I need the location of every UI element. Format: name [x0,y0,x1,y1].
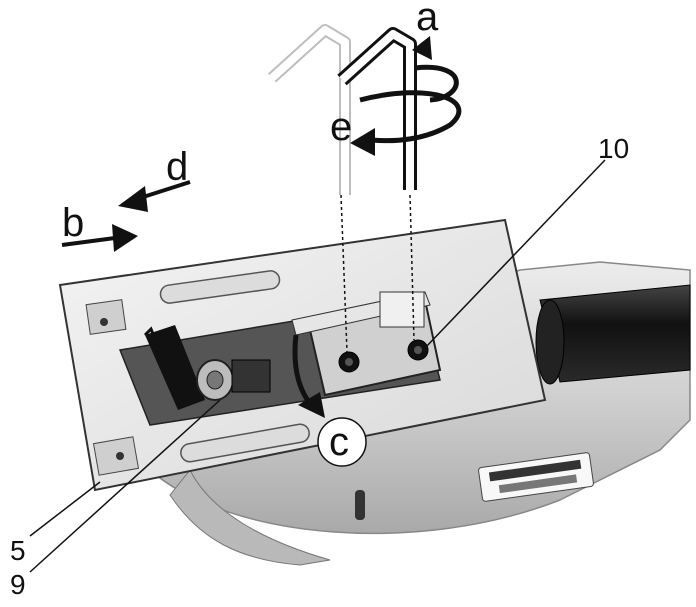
guide-roller [196,359,271,401]
leader-line-10 [424,159,606,349]
label-c: c [329,420,349,464]
plate-screw [85,299,127,335]
allen-key-icon [337,27,417,190]
blade-guide-block [291,291,442,397]
label-b: b [62,201,84,245]
hex-screw-left [338,351,360,373]
label-d: d [166,145,188,189]
warning-label [478,452,594,502]
hex-screw-right [407,339,429,361]
leader-line-9 [29,399,221,573]
arrow-c [292,334,367,467]
label-10: 10 [598,133,629,164]
leader-line-5 [29,481,101,537]
arrow-b [61,224,138,252]
arrow-d [118,180,191,212]
label-9: 9 [10,569,26,600]
allen-key-icon [267,24,351,195]
motor-grip [535,284,691,385]
vent-slot [355,490,365,520]
alignment-line [340,194,348,353]
plate-screw [92,436,140,476]
alignment-line [409,194,415,341]
curved-arrow-icon [350,90,462,156]
plate-slot [180,423,310,463]
label-a: a [416,0,439,39]
saw-blade [143,325,205,410]
label-e: e [330,105,352,149]
plate-slot [159,270,281,304]
label-5: 5 [10,535,26,566]
